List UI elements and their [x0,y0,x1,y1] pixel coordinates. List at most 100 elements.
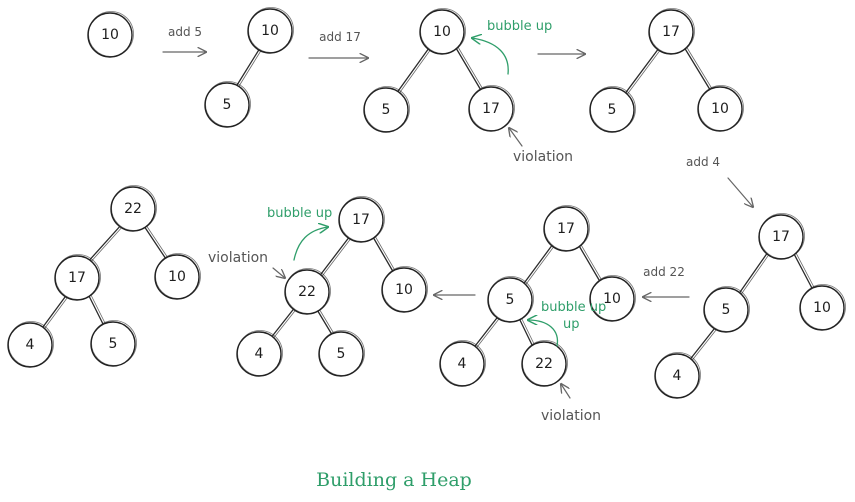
svg-text:5: 5 [223,97,232,113]
svg-text:bubble up: bubble up [487,19,552,34]
heap-node: 10 [589,275,636,322]
tree-edge [85,223,123,265]
curved-arrow-icon [528,320,559,347]
op-label-add-4: add 4 [686,155,720,169]
tree-edge [577,243,603,286]
heap-node: 17 [543,205,590,252]
transition-add-4: add 4 [686,155,753,207]
svg-text:22: 22 [298,284,316,300]
svg-text:bubble up: bubble up [267,206,332,221]
heap-node: 22 [284,268,331,315]
svg-text:5: 5 [722,302,731,318]
svg-text:10: 10 [261,23,279,39]
op-label-add-5: add 5 [168,25,202,39]
heap-node: 22 [521,340,568,387]
heap-node: 10 [154,253,201,300]
svg-text:5: 5 [109,336,118,352]
svg-text:17: 17 [482,101,500,117]
heap-node: 17 [468,85,515,132]
arrow-down-icon [727,177,753,207]
svg-text:5: 5 [337,346,346,362]
annotation-violation: violation [541,384,601,424]
svg-text:violation: violation [541,408,601,424]
transition-add-5: add 5 [162,25,206,52]
tree-edge [471,313,501,351]
arrow-pointer-icon [509,128,523,147]
heap-node: 10 [419,8,466,55]
curved-arrow-icon [293,227,328,261]
heap-node: 10 [381,266,428,313]
heap-node: 17 [54,254,101,301]
op-label-add-17: add 17 [319,30,361,44]
svg-text:violation: violation [208,250,268,266]
svg-text:10: 10 [395,282,413,298]
svg-text:17: 17 [772,229,790,245]
svg-text:5: 5 [608,102,617,118]
svg-text:17: 17 [352,212,370,228]
heap-node: 10 [87,11,134,58]
tree-edge [395,47,430,95]
heap-node: 4 [439,340,486,387]
annotation-violation: violation [208,250,285,278]
step-5-tree: 17 5 10 4 [654,213,846,399]
tree-edge [521,243,554,287]
heap-node: 10 [247,7,294,54]
step-4-tree: 17 5 10 [589,8,744,133]
heap-node: 17 [338,196,385,243]
tree-edge [269,305,297,340]
step-2-tree: 10 5 [204,7,294,128]
annotation-bubble-up: bubble up [267,206,332,261]
svg-text:10: 10 [433,24,451,40]
heap-node: 5 [90,320,137,367]
heap-node: 17 [758,213,805,260]
svg-text:17: 17 [557,221,575,237]
transition-add-22: add 22 [643,265,690,297]
tree-edge [143,225,169,263]
tree-edge [372,236,396,276]
svg-text:bubble up: bubble up [541,300,606,315]
svg-text:4: 4 [255,346,264,362]
svg-text:22: 22 [124,201,142,217]
step-3-tree: 10 5 17 bubble up violation [363,8,573,165]
tree-edge [687,323,719,363]
heap-node: 5 [487,276,534,323]
tree-edge [455,47,483,93]
heap-node: 22 [110,185,157,232]
step-6-tree: 17 5 10 4 22 bubble up up violation [439,205,636,424]
step-7-tree: 17 22 10 4 5 bubble up violation [208,196,428,377]
heap-node: 5 [703,286,750,333]
svg-text:17: 17 [662,24,680,40]
heap-node: 4 [654,352,701,399]
svg-text:17: 17 [68,270,86,286]
tree-edge [737,251,769,296]
tree-edge [623,47,660,96]
svg-text:5: 5 [382,102,391,118]
svg-text:10: 10 [603,291,621,307]
tree-edge [792,251,815,293]
step-1-tree: 10 [87,11,134,58]
heap-node: 17 [648,8,695,55]
heap-node: 10 [799,284,846,331]
heap-node: 10 [697,85,744,132]
tree-edge [39,292,69,332]
svg-text:up: up [563,317,580,332]
svg-text:10: 10 [168,269,186,285]
annotation-bubble-up: bubble up up [528,300,606,347]
tree-edge [517,315,535,350]
heap-node: 5 [204,81,251,128]
svg-text:violation: violation [513,149,573,165]
heap-node: 4 [236,330,283,377]
tree-edge [317,235,351,279]
svg-text:10: 10 [711,101,729,117]
diagram-caption: Building a Heap [316,469,472,491]
annotation-bubble-up: bubble up [472,19,552,75]
transition-add-17: add 17 [308,30,368,58]
op-label-add-22: add 22 [643,265,685,279]
arrow-pointer-icon [561,384,571,399]
annotation-violation: violation [509,128,573,165]
svg-text:4: 4 [673,368,682,384]
arrow-pointer-icon [272,267,285,278]
svg-text:10: 10 [101,27,119,43]
step-8-tree: 22 17 10 4 5 [7,185,201,368]
